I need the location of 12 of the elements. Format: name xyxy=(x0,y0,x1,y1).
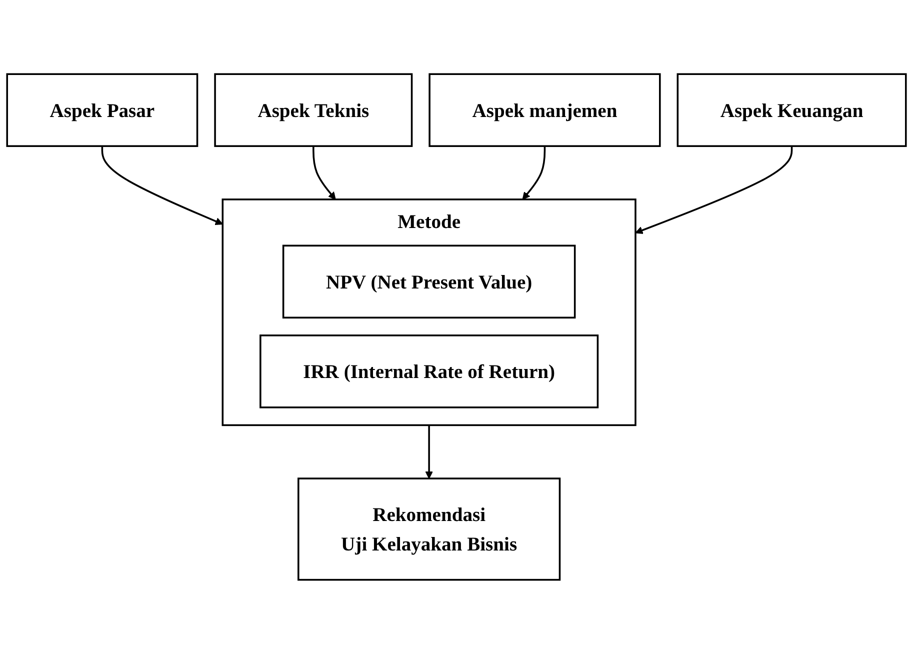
arrow xyxy=(522,146,546,200)
node-box: NPV (Net Present Value) xyxy=(282,244,576,319)
node-box: Rekomendasi Uji Kelayakan Bisnis xyxy=(298,478,561,581)
arrow xyxy=(635,146,793,234)
node-box: Aspek Pasar xyxy=(6,73,198,148)
arrow xyxy=(425,425,433,479)
node-box: Aspek Keuangan xyxy=(676,73,907,148)
arrow xyxy=(101,146,223,226)
node-box: Aspek Teknis xyxy=(214,73,413,148)
arrow xyxy=(312,146,336,200)
node-box: IRR (Internal Rate of Return) xyxy=(260,334,599,408)
node-box: Aspek manjemen xyxy=(428,73,661,148)
